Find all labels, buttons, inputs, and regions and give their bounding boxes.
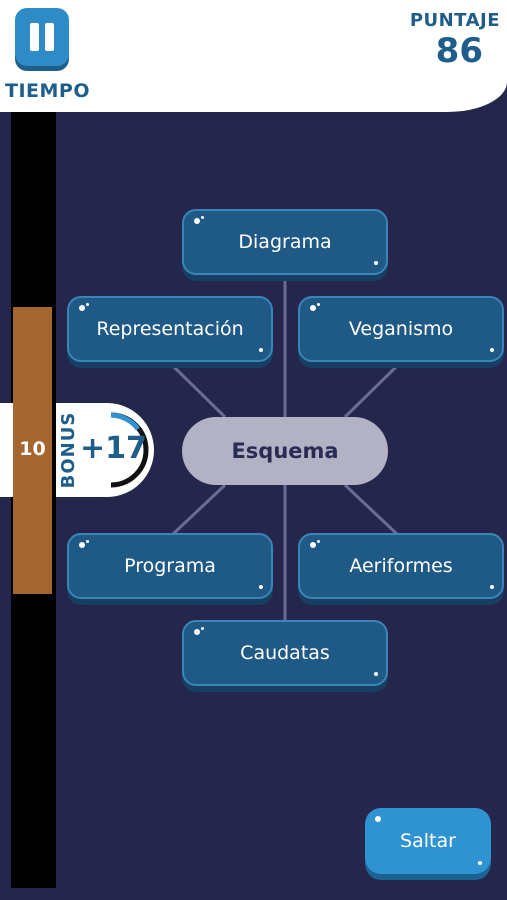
pause-icon-bar [45,23,54,51]
link-upper-right [343,363,400,419]
link-upper-left [170,363,227,419]
skip-label: Saltar [400,830,456,852]
center-word: Esquema [182,417,388,485]
link-lower-left [170,483,227,537]
option-label: Caudatas [240,642,330,664]
timer-marker [0,403,13,497]
option-label: Aeriformes [349,555,453,577]
option-label: Programa [124,555,216,577]
option-button[interactable]: Caudatas [182,620,388,686]
bonus-ring [110,412,149,488]
option-label: Diagrama [238,231,332,253]
link-lower-right [343,483,400,537]
pause-button[interactable] [15,8,69,66]
skip-button[interactable]: Saltar [365,808,491,874]
timer-label: TIEMPO [5,80,90,102]
option-button[interactable]: Representación [67,296,273,362]
top-bar: TIEMPO PUNTAJE 86 [0,0,507,112]
option-label: Veganismo [348,318,454,340]
timer-value: 10 [19,438,46,460]
pause-icon [30,23,39,51]
bonus-value: +17 [80,431,147,466]
option-button[interactable]: Aeriformes [298,533,504,599]
option-button[interactable]: Programa [67,533,273,599]
timer-fill [13,307,52,594]
score-value: 86 [435,31,483,71]
bonus-ring-progress [110,412,141,431]
score-label: PUNTAJE [409,10,500,31]
option-button[interactable]: Diagrama [182,209,388,275]
option-label: Representación [96,318,244,340]
bonus-badge [56,403,154,497]
option-button[interactable]: Veganismo [298,296,504,362]
